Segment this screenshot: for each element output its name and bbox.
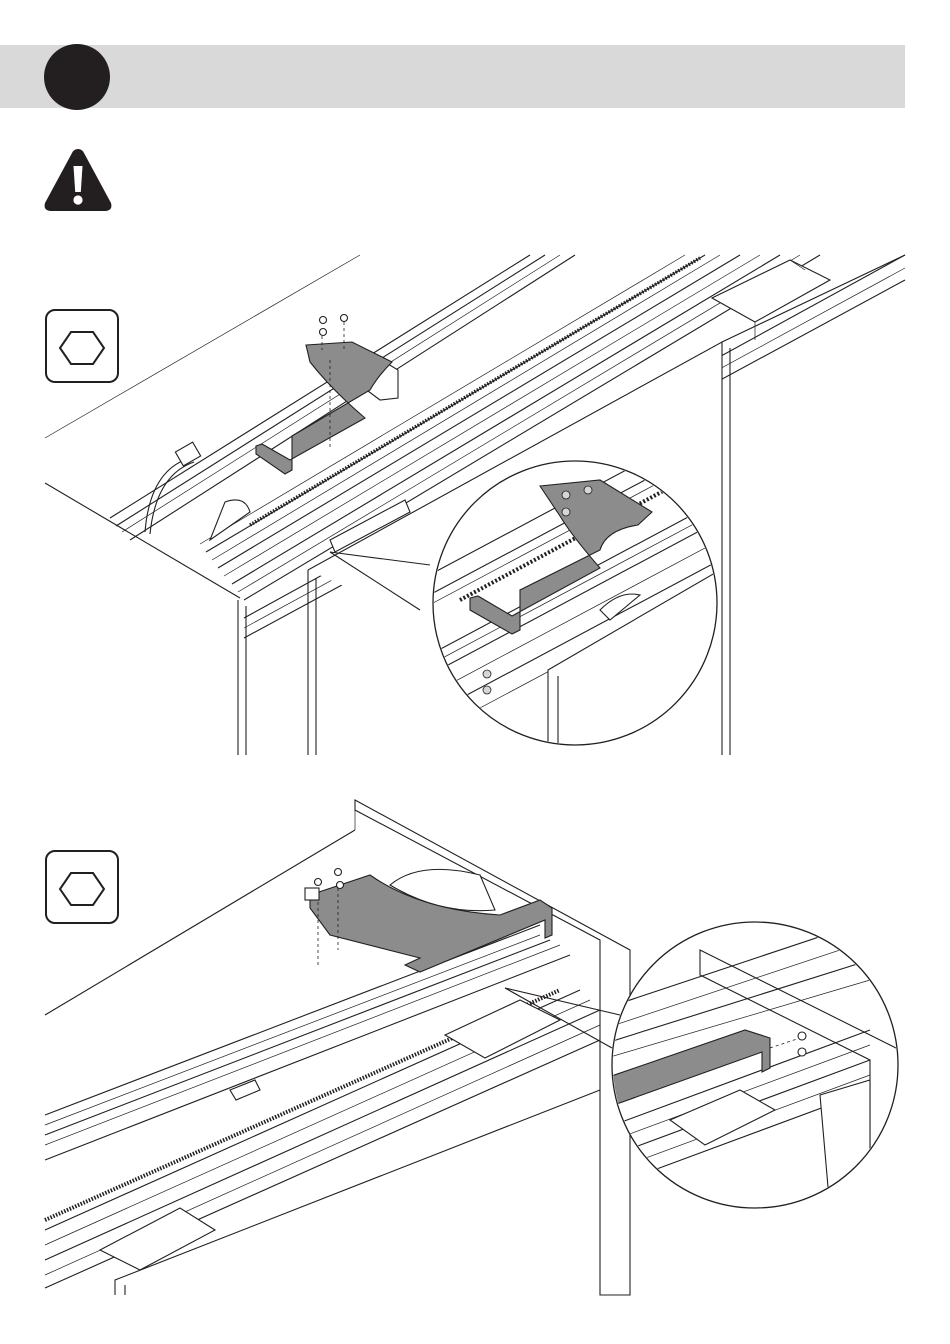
step-header-bar <box>0 45 905 108</box>
step-number-circle <box>44 44 110 110</box>
screws <box>320 315 348 336</box>
warning-triangle-icon <box>42 146 114 214</box>
connector <box>305 888 319 900</box>
bottom-illustration <box>0 790 950 1300</box>
end-cap <box>712 260 830 322</box>
belt-cover <box>210 500 250 540</box>
screws <box>315 869 344 889</box>
rail-track <box>45 925 600 1288</box>
end-cap <box>100 1208 215 1270</box>
belt-clip <box>230 1080 260 1100</box>
top-illustration <box>0 250 950 755</box>
mounting-bracket <box>310 869 552 972</box>
zoom-detail-circle <box>600 910 900 1210</box>
